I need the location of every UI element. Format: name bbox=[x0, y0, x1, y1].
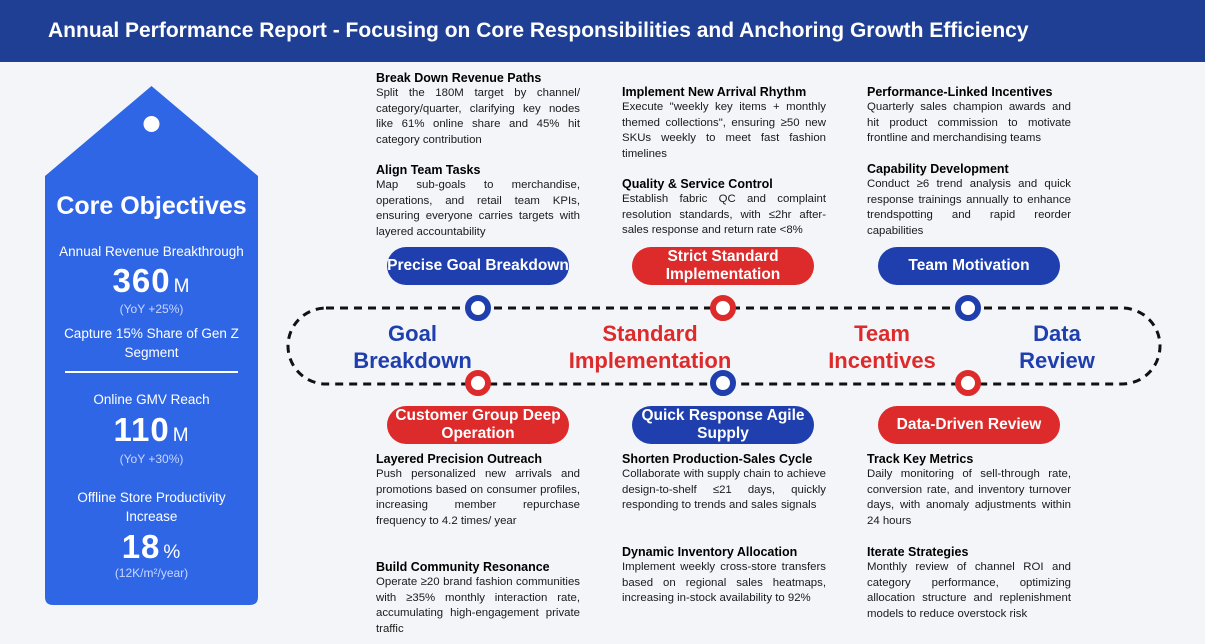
block-capability: Capability Development Conduct ≥6 trend … bbox=[867, 162, 1071, 237]
node-standard-top bbox=[710, 295, 736, 321]
block-revenue-paths: Break Down Revenue Paths Split the 180M … bbox=[376, 71, 580, 146]
block-arrival-rhythm: Implement New Arrival Rhythm Execute "we… bbox=[622, 85, 826, 160]
pill-customer-group: Customer Group Deep Operation bbox=[387, 406, 569, 444]
block-inventory: Dynamic Inventory Allocation Implement w… bbox=[622, 545, 826, 604]
gmv-label: Online GMV Reach bbox=[93, 392, 210, 407]
pill-data-driven: Data-Driven Review bbox=[878, 406, 1060, 444]
store-productivity-sub: (12K/m²/year) bbox=[114, 566, 189, 580]
page-title: Annual Performance Report - Focusing on … bbox=[48, 19, 1029, 42]
tag-hole-icon bbox=[143, 116, 160, 132]
node-customer-bottom bbox=[465, 370, 491, 396]
stage-standard-implementation: Standard Implementation bbox=[568, 321, 732, 373]
revenue-yoy: (YoY +25%) bbox=[119, 302, 184, 316]
gmv-yoy: (YoY +30%) bbox=[119, 452, 184, 466]
block-precision-outreach: Layered Precision Outreach Push personal… bbox=[376, 452, 580, 527]
tag-shape bbox=[45, 86, 258, 605]
node-goal-top bbox=[465, 295, 491, 321]
block-community: Build Community Resonance Operate ≥20 br… bbox=[376, 560, 580, 635]
block-iterate: Iterate Strategies Monthly review of cha… bbox=[867, 545, 1071, 620]
core-objectives-title: Core Objectives bbox=[56, 192, 247, 220]
stage-goal-breakdown: Goal Breakdown bbox=[353, 321, 472, 373]
block-incentives: Performance-Linked Incentives Quarterly … bbox=[867, 85, 1071, 144]
stage-data-review: Data Review bbox=[1019, 321, 1095, 373]
tag-divider bbox=[65, 371, 238, 373]
node-team-top bbox=[955, 295, 981, 321]
block-team-tasks: Align Team Tasks Map sub-goals to mercha… bbox=[376, 163, 580, 238]
genz-share-label: Capture 15% Share of Gen Z Segment bbox=[64, 326, 239, 360]
revenue-label: Annual Revenue Breakthrough bbox=[59, 244, 244, 259]
node-quick-bottom bbox=[710, 370, 736, 396]
pill-quick-response: Quick Response Agile Supply bbox=[632, 406, 814, 444]
block-key-metrics: Track Key Metrics Daily monitoring of se… bbox=[867, 452, 1071, 527]
header-bar: Annual Performance Report - Focusing on … bbox=[0, 0, 1205, 62]
store-productivity-value: 18% bbox=[121, 528, 182, 565]
core-objectives-tag: Core Objectives Annual Revenue Breakthro… bbox=[45, 86, 258, 605]
block-production-cycle: Shorten Production-Sales Cycle Collabora… bbox=[622, 452, 826, 511]
stage-team-incentives: Team Incentives bbox=[828, 321, 936, 373]
pill-strict-standard: Strict Standard Implementation bbox=[632, 247, 814, 285]
store-productivity-label: Offline Store Productivity Increase bbox=[77, 490, 226, 524]
pill-team-motivation: Team Motivation bbox=[878, 247, 1060, 285]
node-data-bottom bbox=[955, 370, 981, 396]
block-quality-control: Quality & Service Control Establish fabr… bbox=[622, 177, 826, 236]
pill-precise-goal: Precise Goal Breakdown bbox=[387, 247, 569, 285]
